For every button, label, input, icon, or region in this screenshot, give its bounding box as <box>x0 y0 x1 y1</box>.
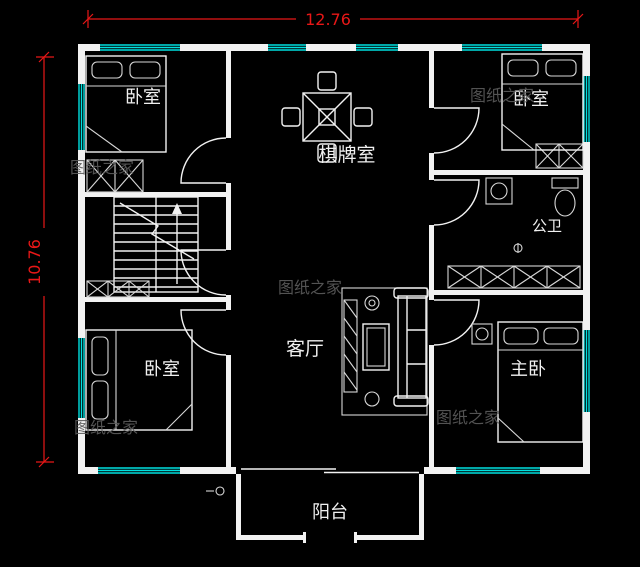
rug <box>341 287 428 416</box>
stool <box>364 391 380 407</box>
watermark-5: 图纸之家 <box>436 409 500 427</box>
dimension-top: 12.76 <box>82 10 584 29</box>
balcony-walls <box>206 468 424 543</box>
door-master-bedroom <box>433 299 480 346</box>
side-lamp <box>364 295 380 311</box>
closet-bedroom-top-left <box>86 159 144 193</box>
door-bedroom-bottom-left <box>180 309 227 356</box>
watermark-3: 图纸之家 <box>278 279 342 297</box>
label-bedroom-bottom-left: 卧室 <box>144 359 180 379</box>
label-bathroom: 公卫 <box>532 218 562 235</box>
watermark-4: 图纸之家 <box>74 419 138 437</box>
mahjong-table <box>281 71 373 163</box>
watermarks: 图纸之家 图纸之家 图纸之家 图纸之家 图纸之家 <box>70 87 534 437</box>
label-balcony: 阳台 <box>312 502 348 522</box>
exterior-walls <box>78 44 590 474</box>
bed-top-left <box>85 55 167 153</box>
stairs <box>113 196 199 293</box>
bed-bottom-left <box>85 329 193 431</box>
closet-right-corridor <box>447 265 581 289</box>
label-bedroom-top-right: 卧室 <box>513 89 549 109</box>
door-bedroom-top-right <box>433 107 480 154</box>
stairs-break-line <box>119 202 195 260</box>
bathroom-fixtures <box>485 177 579 253</box>
door-hall <box>180 249 227 296</box>
room-labels: 卧室 卧室 棋牌室 公卫 客厅 卧室 主卧 阳台 <box>125 87 562 522</box>
toilet-tank <box>551 177 579 189</box>
closet-under-stairs <box>86 280 150 298</box>
bed-master <box>471 321 584 443</box>
label-bedroom-top-left: 卧室 <box>125 87 161 107</box>
door-bedroom-top-left <box>180 137 227 184</box>
bed-top-right <box>501 53 584 151</box>
windows <box>78 44 590 474</box>
interior-walls <box>85 51 583 467</box>
door-bathroom <box>433 179 480 226</box>
watermark-2: 图纸之家 <box>470 87 534 105</box>
tv-cabinet <box>343 299 358 393</box>
living-room-set <box>341 287 429 416</box>
watermark-1: 图纸之家 <box>70 159 134 177</box>
label-game-room: 棋牌室 <box>318 144 375 166</box>
dimension-height-label: 10.76 <box>25 239 44 285</box>
label-living-room: 客厅 <box>286 338 324 360</box>
dimension-left: 10.76 <box>25 51 54 468</box>
coffee-table <box>362 323 390 371</box>
sink <box>485 177 513 205</box>
toilet-bowl <box>554 189 576 217</box>
sofa <box>397 295 427 399</box>
label-master-bedroom: 主卧 <box>510 359 546 379</box>
dimension-width-label: 12.76 <box>305 10 351 29</box>
closet-bedroom-top-right <box>535 143 584 169</box>
